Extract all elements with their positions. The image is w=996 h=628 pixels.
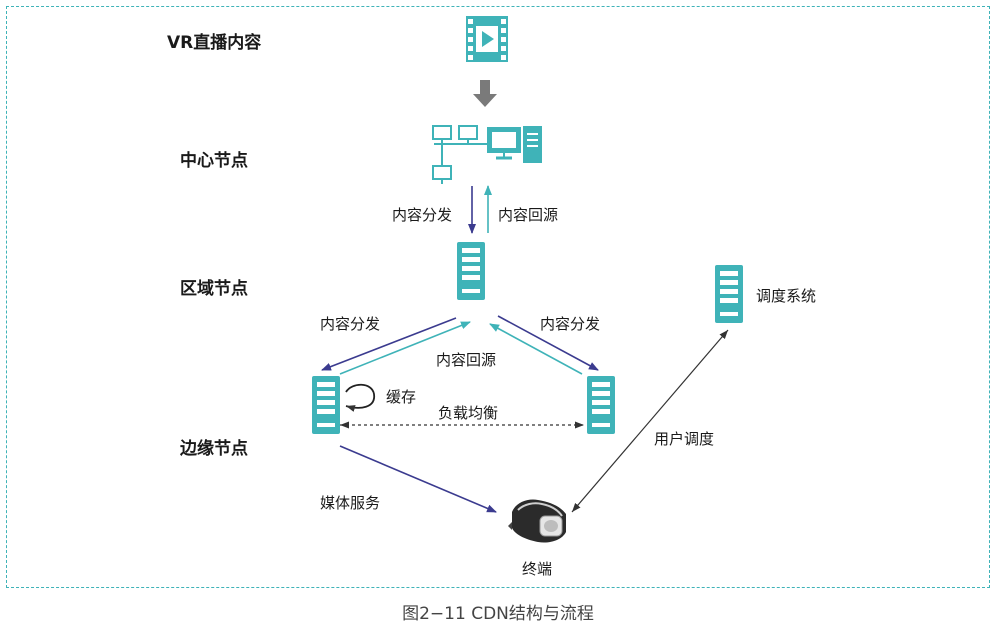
tier-label-edge: 边缘节点 bbox=[180, 439, 248, 459]
tier-label-center: 中心节点 bbox=[180, 151, 248, 171]
label-center-to-region-dist: 内容分发 bbox=[392, 206, 453, 224]
label-region-to-edge-left-dist: 内容分发 bbox=[320, 315, 381, 333]
vr-headset-icon bbox=[508, 499, 566, 543]
label-edges-to-region-origin: 内容回源 bbox=[436, 351, 497, 369]
label-region-to-center-origin: 内容回源 bbox=[498, 206, 559, 224]
figure-caption: 图2−11 CDN结构与流程 bbox=[402, 604, 594, 624]
video-film-icon bbox=[466, 16, 508, 62]
network-computers-icon bbox=[432, 125, 542, 184]
cache-loop-arrow bbox=[345, 383, 375, 412]
label-media-service: 媒体服务 bbox=[320, 494, 381, 512]
tier-label-source: VR直播内容 bbox=[167, 33, 262, 53]
label-region-to-edge-right-dist: 内容分发 bbox=[540, 315, 601, 333]
label-cache: 缓存 bbox=[386, 388, 417, 406]
tier-label-region: 区域节点 bbox=[180, 279, 248, 299]
server-icon bbox=[715, 265, 743, 323]
label-dispatch-system: 调度系统 bbox=[756, 287, 817, 305]
server-icon bbox=[457, 242, 485, 300]
label-terminal: 终端 bbox=[522, 560, 553, 578]
label-load-balance: 负载均衡 bbox=[438, 404, 499, 422]
server-icon bbox=[312, 376, 340, 434]
gray-down-arrow bbox=[473, 80, 497, 107]
diagram-border bbox=[6, 6, 990, 588]
server-icon bbox=[587, 376, 615, 434]
